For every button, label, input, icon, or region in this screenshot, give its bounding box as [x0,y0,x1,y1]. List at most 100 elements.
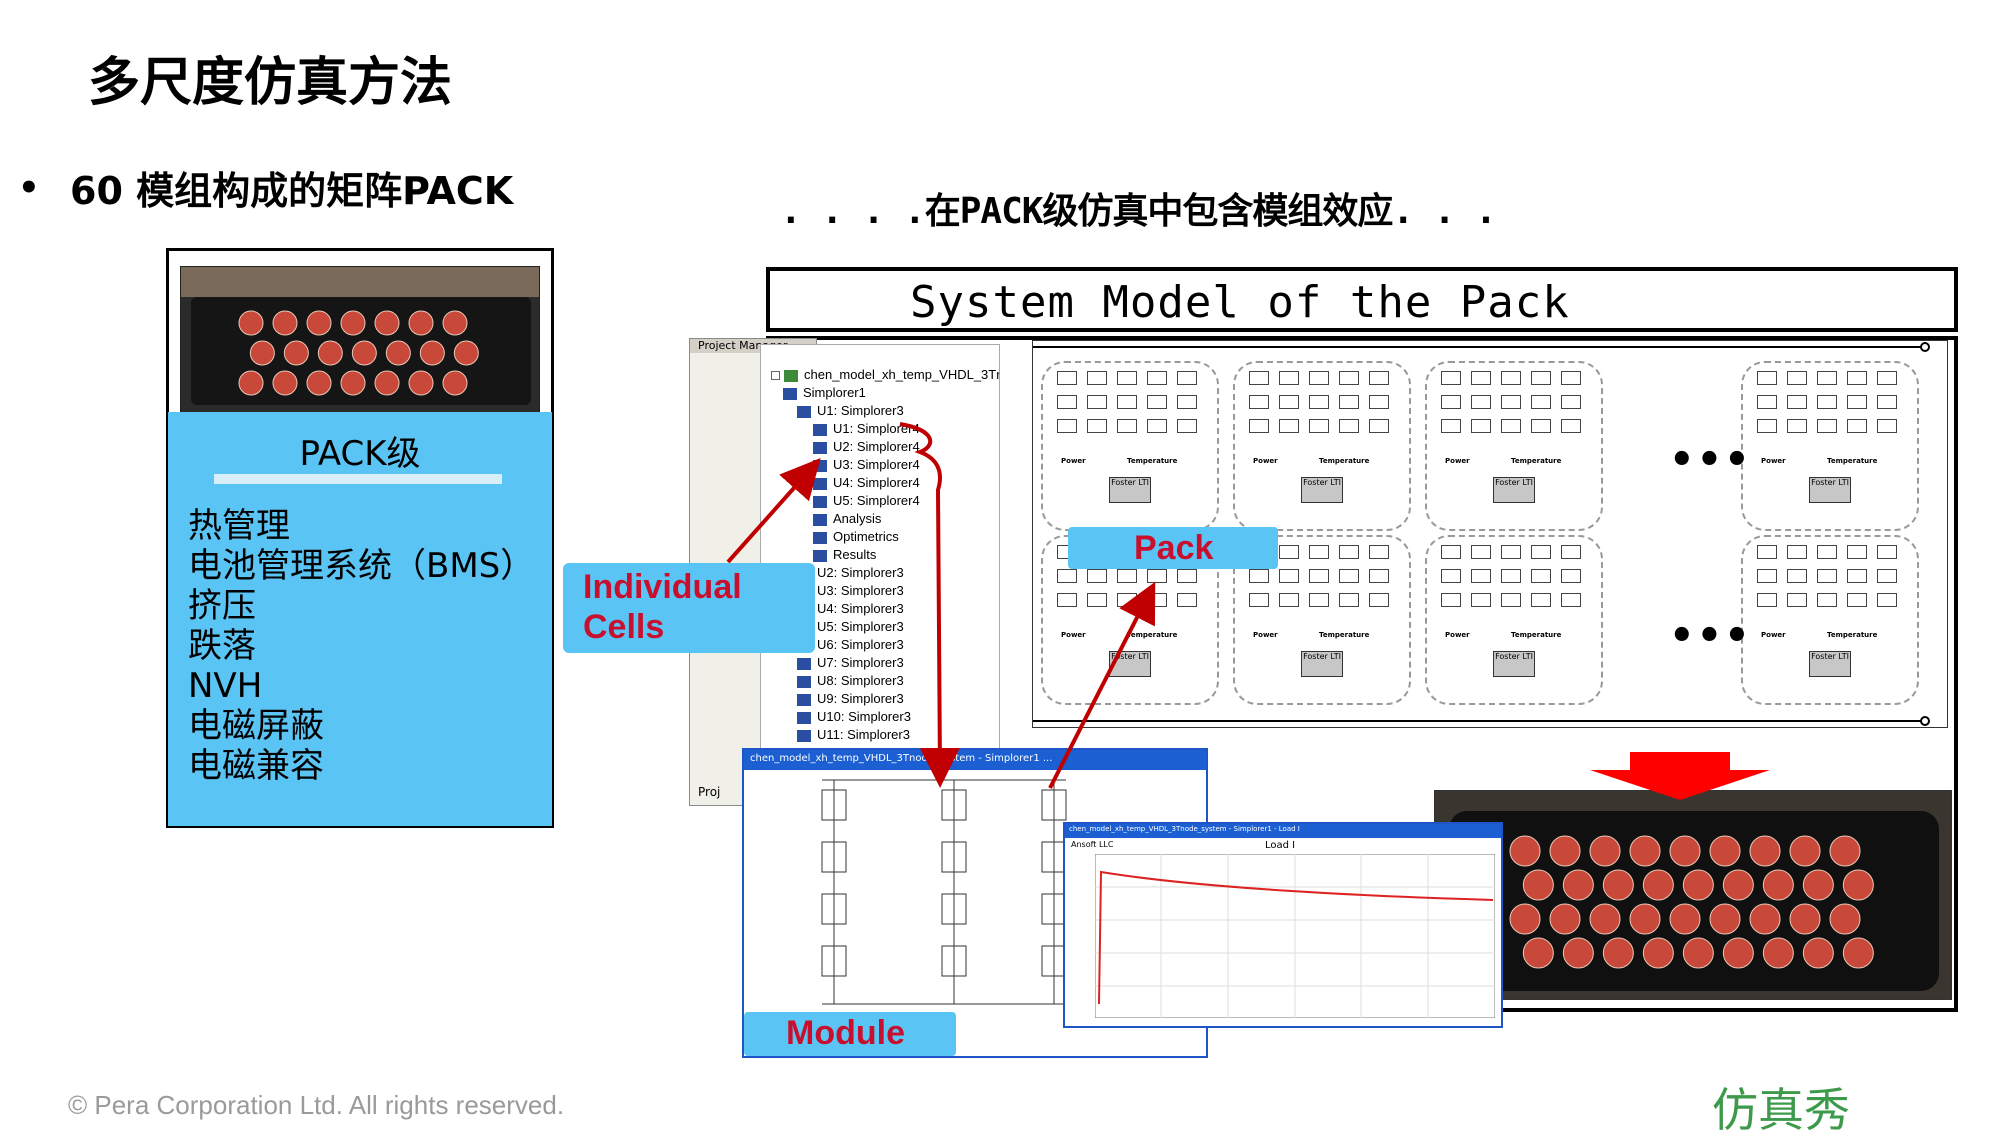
tree-item[interactable]: U3: Simplorer4 [813,457,920,472]
battery-cell [1549,903,1581,935]
cells-text: Cells [583,608,665,646]
tree-item[interactable]: U10: Simplorer3 [797,709,911,724]
cell-symbol [1369,419,1389,433]
battery-cell [408,310,434,336]
copyright-text: © Pera Corporation Ltd. All rights reser… [68,1090,565,1120]
individual-cells-label: Individual Cells [563,563,815,653]
battery-cell [1749,835,1781,867]
battery-cell [1589,903,1621,935]
cell-symbol [1279,371,1299,385]
tree-item[interactable]: U7: Simplorer3 [797,655,904,670]
battery-cell [1762,937,1794,969]
tree-item[interactable]: U8: Simplorer3 [797,673,904,688]
tree-item[interactable]: U1: Simplorer3 [797,403,904,418]
simplorer-icon [797,657,811,670]
cell-symbol [1279,545,1299,559]
cell-symbol [1471,569,1491,583]
pack-label: Pack [1068,527,1278,569]
battery-cell [306,310,332,336]
more-modules-dots: ••• [1669,437,1752,483]
simplorer-icon [813,531,827,544]
cell-symbol [1561,593,1581,607]
load-plot-window[interactable]: chen_model_xh_temp_VHDL_3Tnode_system - … [1063,822,1503,1028]
tree-item[interactable]: U1: Simplorer4 [813,421,920,436]
tree-item-label: U7: Simplorer3 [817,655,904,670]
cell-symbol [1057,395,1077,409]
load-window-titlebar[interactable]: chen_model_xh_temp_VHDL_3Tnode_system - … [1065,824,1501,838]
cell-symbol [1531,419,1551,433]
cell-symbol [1177,593,1197,607]
module-window-titlebar[interactable]: chen_model_xh_temp_VHDL_3Tnode_system - … [744,750,1206,770]
battery-pack-photo-large [1434,790,1952,1000]
cell-symbol [1501,419,1521,433]
cell-symbol [1087,371,1107,385]
tree-item[interactable]: U5: Simplorer4 [813,493,920,508]
battery-cell [1682,869,1714,901]
cell-symbol [1369,569,1389,583]
battery-cell [374,370,400,396]
cell-symbol [1339,419,1359,433]
foster-lti-block: Foster LTI [1109,651,1151,677]
battery-cell [1642,937,1674,969]
cell-symbol [1757,395,1777,409]
cell-symbol [1339,395,1359,409]
cell-symbol [1339,545,1359,559]
tree-root[interactable]: chen_model_xh_temp_VHDL_3Tnode_s [771,367,999,382]
cell-symbol [1309,419,1329,433]
cell-symbol [1117,395,1137,409]
cell-symbol [1757,569,1777,583]
cell-symbol [1847,395,1867,409]
simplorer-icon [813,495,827,508]
tree-item[interactable]: U11: Simplorer3 [797,727,910,742]
battery-cell [1789,835,1821,867]
temperature-label: Temperature [1827,457,1878,465]
tree-item[interactable]: Optimetrics [813,529,899,544]
cell-symbol [1249,395,1269,409]
cell-symbol [1441,371,1461,385]
cell-symbol [1369,395,1389,409]
battery-cell [1762,869,1794,901]
cell-symbol [1877,419,1897,433]
foster-lti-block: Foster LTI [1493,477,1535,503]
simplorer-icon [797,693,811,706]
cell-symbol [1309,395,1329,409]
battery-cell [351,340,377,366]
project-tree[interactable]: chen_model_xh_temp_VHDL_3Tnode_s Simplor… [760,344,1000,754]
cell-symbol [1531,569,1551,583]
tree-item-label: U5: Simplorer4 [833,493,920,508]
tree-item[interactable]: U9: Simplorer3 [797,691,904,706]
tree-item[interactable]: Results [813,547,876,562]
power-label: Power [1761,457,1786,465]
pack-info-item: 电池管理系统（BMS） [188,546,535,586]
cell-symbol [1147,593,1167,607]
bullet-text: 60 模组构成的矩阵PACK [70,169,514,213]
collapse-icon[interactable] [771,371,780,381]
cell-symbol [1057,371,1077,385]
cell-symbol [1787,395,1807,409]
circuit-bus-lines [1033,342,1930,726]
cell-symbol [1787,545,1807,559]
cell-symbol [1441,419,1461,433]
tree-item-label: U9: Simplorer3 [817,691,904,706]
cell-symbol [1441,569,1461,583]
tree-item[interactable]: Analysis [813,511,881,526]
cell-symbol [1531,395,1551,409]
plot-title: Load I [1265,840,1296,851]
battery-cell [1829,903,1861,935]
system-model-title: System Model of the Pack [910,277,1570,328]
battery-cell [340,310,366,336]
battery-cell [1669,835,1701,867]
tree-item-label: U2: Simplorer3 [817,565,904,580]
cell-symbol [1339,593,1359,607]
cell-symbol [1369,371,1389,385]
tree-item[interactable]: Simplorer1 [783,385,866,400]
load-plot [1095,854,1495,1018]
tree-root-label: chen_model_xh_temp_VHDL_3Tnode_s [804,367,999,382]
tree-item[interactable]: U2: Simplorer4 [813,439,920,454]
cell-symbol [1147,395,1167,409]
temperature-label: Temperature [1511,631,1562,639]
tree-item[interactable]: U4: Simplorer4 [813,475,920,490]
simplorer-icon [813,441,827,454]
cell-symbol [1847,545,1867,559]
